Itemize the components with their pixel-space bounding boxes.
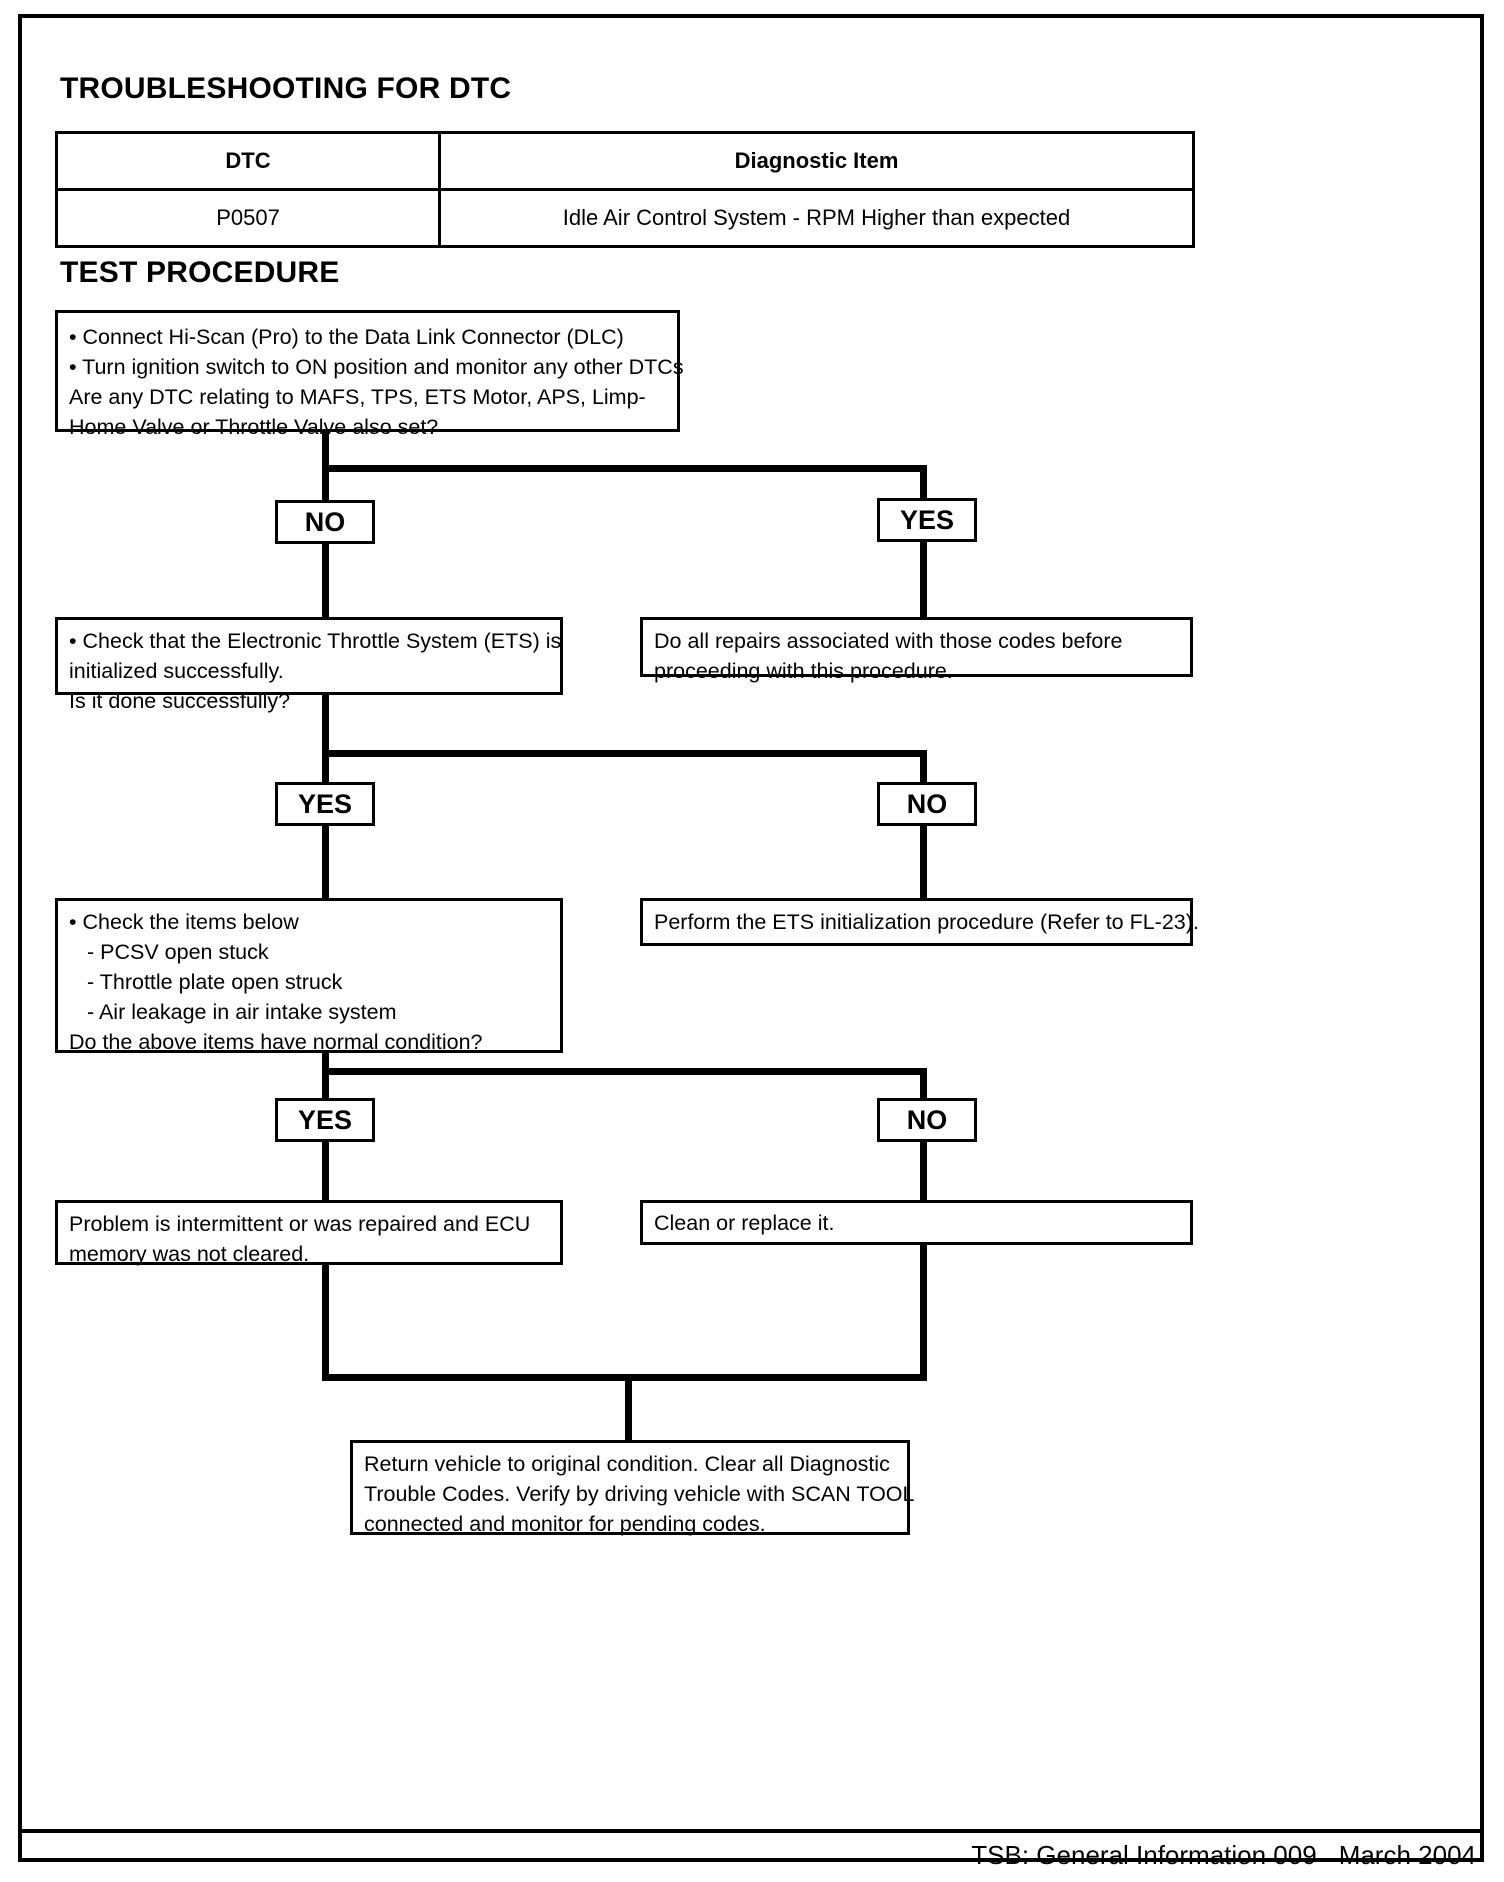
- step-2-no-result-box: Perform the ETS initialization procedure…: [640, 898, 1199, 946]
- connector-no1-to-step2: [322, 544, 329, 622]
- connector-step2-yes-down: [322, 750, 329, 788]
- branch-label-no-step2: NO: [877, 782, 977, 826]
- step-3-no-result-line-1: Clean or replace it.: [654, 1211, 835, 1235]
- step-3-bullet: • Check the items below: [69, 910, 299, 934]
- dtc-table: DTC Diagnostic Item P0507 Idle Air Contr…: [55, 131, 1195, 248]
- table-header-row: DTC Diagnostic Item: [55, 131, 1195, 191]
- step-3-no-result-box: Clean or replace it.: [640, 1200, 1193, 1245]
- connector-merge-to-final: [625, 1374, 632, 1446]
- connector-step1-no-down: [322, 465, 329, 505]
- connector-step2-split: [322, 750, 927, 757]
- step-1-question-line-1: Are any DTC relating to MAFS, TPS, ETS M…: [69, 385, 646, 409]
- connector-step3-no-down: [920, 1068, 927, 1100]
- column-header-diagnostic-item: Diagnostic Item: [438, 131, 1195, 191]
- branch-label-yes-step2: YES: [275, 782, 375, 826]
- final-line-1: Return vehicle to original condition. Cl…: [364, 1452, 890, 1476]
- connector-no3-result-down: [920, 1245, 927, 1380]
- step-3-question: Do the above items have normal condition…: [69, 1030, 483, 1054]
- cell-diagnostic-item: Idle Air Control System - RPM Higher tha…: [438, 188, 1195, 248]
- step-3-yes-result-box: Problem is intermittent or was repaired …: [55, 1200, 563, 1266]
- step-3-item-2: - Throttle plate open struck: [87, 970, 343, 994]
- step-2-no-result-line-1: Perform the ETS initialization procedure…: [654, 910, 1199, 934]
- final-line-2: Trouble Codes. Verify by driving vehicle…: [364, 1482, 915, 1506]
- table-row: P0507 Idle Air Control System - RPM High…: [55, 188, 1195, 248]
- step-2-question: Is it done successfully?: [69, 689, 291, 713]
- connector-no3-to-result: [920, 1142, 927, 1204]
- final-line-3: connected and monitor for pending codes.: [364, 1512, 766, 1536]
- step-1-question-line-2: Home Valve or Throttle Valve also set?: [69, 415, 439, 439]
- footer: TSB: General Information 009 March 2004: [971, 1840, 1476, 1871]
- connector-step2-down: [322, 695, 329, 757]
- connector-yes2-to-step3: [322, 826, 329, 901]
- step-1-bullet-1: • Connect Hi-Scan (Pro) to the Data Link…: [69, 325, 624, 349]
- step-3-yes-result-line-2: memory was not cleared.: [69, 1242, 310, 1266]
- branch-label-no-step3: NO: [877, 1098, 977, 1142]
- step-3-item-3: - Air leakage in air intake system: [87, 1000, 397, 1024]
- footer-date: March 2004: [1338, 1840, 1476, 1870]
- connector-step1-yes-down: [920, 465, 927, 505]
- step-1-bullet-2: • Turn ignition switch to ON position an…: [69, 355, 684, 379]
- test-procedure-heading: TEST PROCEDURE: [60, 256, 340, 289]
- step-2-box: • Check that the Electronic Throttle Sys…: [55, 617, 563, 713]
- connector-yes3-to-result: [322, 1142, 329, 1204]
- connector-step1-split: [322, 465, 927, 472]
- connector-step1-down: [322, 432, 329, 472]
- branch-label-yes-step1: YES: [877, 498, 977, 542]
- cell-dtc-code: P0507: [55, 188, 441, 248]
- connector-merge-bottom: [322, 1374, 927, 1381]
- page-title: TROUBLESHOOTING FOR DTC: [60, 72, 512, 105]
- step-1-yes-result-box: Do all repairs associated with those cod…: [640, 617, 1193, 683]
- footer-tsb: TSB: General Information 009: [971, 1840, 1317, 1870]
- connector-step3-split: [322, 1068, 927, 1075]
- branch-label-yes-step3: YES: [275, 1098, 375, 1142]
- step-2-bullet-line-2: initialized successfully.: [69, 659, 284, 683]
- column-header-dtc: DTC: [55, 131, 441, 191]
- step-1-yes-result-line-2: proceeding with this procedure.: [654, 659, 953, 683]
- connector-step2-no-down: [920, 750, 927, 782]
- final-result-box: Return vehicle to original condition. Cl…: [350, 1440, 915, 1536]
- connector-yes3-result-down: [322, 1265, 329, 1380]
- step-3-item-1: - PCSV open stuck: [87, 940, 269, 964]
- branch-label-no-step1: NO: [275, 500, 375, 544]
- page-border: [18, 14, 1484, 1862]
- footer-divider: [18, 1829, 1484, 1833]
- step-3-yes-result-line-1: Problem is intermittent or was repaired …: [69, 1212, 531, 1236]
- step-2-bullet-line-1: • Check that the Electronic Throttle Sys…: [69, 629, 562, 653]
- step-3-box: • Check the items below - PCSV open stuc…: [55, 898, 563, 1054]
- connector-no2-to-result: [920, 826, 927, 901]
- connector-yes1-to-result: [920, 542, 927, 620]
- connector-step3-yes-down: [322, 1068, 329, 1100]
- step-1-yes-result-line-1: Do all repairs associated with those cod…: [654, 629, 1123, 653]
- step-1-box: • Connect Hi-Scan (Pro) to the Data Link…: [55, 310, 684, 439]
